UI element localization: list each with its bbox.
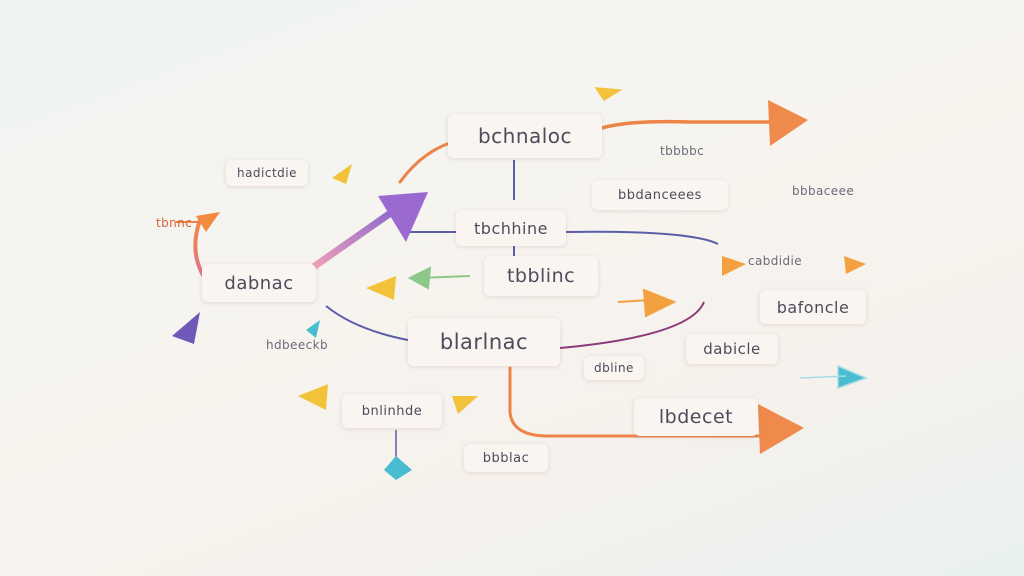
node-center-bottom[interactable]: blarlnac (408, 318, 560, 366)
small-arrow-teal-bottom (384, 456, 412, 480)
node-left-main[interactable]: dabnac (202, 264, 316, 302)
small-arrow-teal-left (306, 320, 320, 338)
connector-navy-lower-left (325, 305, 409, 341)
tag-far-left: tbnnc (156, 216, 193, 230)
tag-right-mid: cabdidie (748, 254, 803, 268)
arrowhead-orange-bottom (758, 404, 804, 454)
small-arrow-orange-right1 (722, 256, 746, 276)
connector-orange-right (600, 119, 777, 130)
connector-purple-lower-right (559, 301, 705, 349)
tag-far-right: bbbaceee (792, 184, 855, 198)
node-lower-right[interactable]: lbdecet (634, 398, 758, 436)
node-bottom[interactable]: bbblac (464, 444, 548, 472)
big-purple-arrowhead (378, 192, 428, 242)
connector-orange-bottom (508, 366, 770, 438)
small-arrow-yellow-top (594, 87, 623, 102)
node-main-top[interactable]: bchnaloc (448, 114, 602, 158)
node-upper-right[interactable]: bbdanceees (592, 180, 728, 210)
node-right[interactable]: bafoncle (760, 290, 866, 324)
curved-orange-left-head (196, 212, 220, 232)
big-purple-arrow (308, 208, 396, 272)
small-arrow-orange-mid-right (617, 288, 677, 318)
tag-left: hdbeeckb (266, 338, 328, 352)
small-arrow-purple-left (172, 312, 200, 344)
node-upper-left[interactable]: hadictdie (226, 160, 308, 186)
small-arrow-orange-right2 (844, 256, 866, 274)
node-lower-left[interactable]: bnlinhde (342, 394, 442, 428)
arrowhead-orange-right (768, 100, 808, 146)
small-arrow-yellow-mid (366, 276, 396, 300)
node-center-middle[interactable]: tbblinc (484, 256, 598, 296)
small-arrow-teal-right (799, 364, 869, 390)
node-center-top[interactable]: tbchhine (456, 210, 566, 246)
node-small-center-right[interactable]: dbline (584, 356, 644, 380)
small-arrow-yellow-lower-mid (452, 396, 478, 414)
connector-navy-right (564, 230, 719, 245)
small-arrow-yellow-lower-left (298, 384, 328, 410)
node-right-lower[interactable]: dabicle (686, 334, 778, 364)
small-arrow-yellow-upper-left (332, 164, 352, 184)
tag-top-right: tbbbbc (660, 144, 705, 158)
small-arrow-green-mid (407, 266, 471, 290)
